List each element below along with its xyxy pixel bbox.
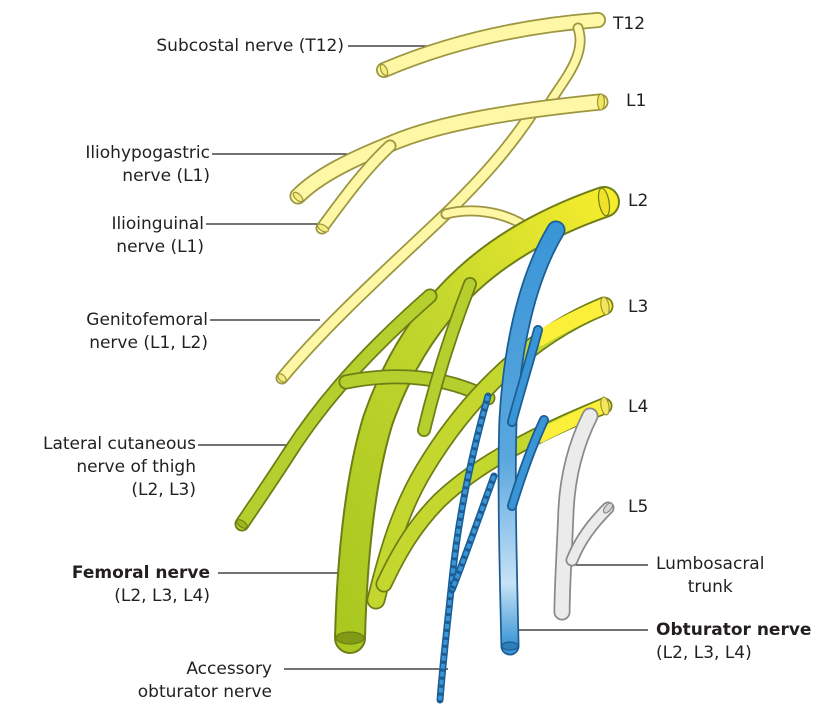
lumbosacral-trunk	[562, 416, 614, 612]
ilioinguinal-label-line2: nerve (L1)	[111, 236, 204, 259]
genitofemoral-label: Genitofemoral nerve (L1, L2)	[86, 309, 208, 355]
femoral-label-line2: (L2, L3, L4)	[72, 585, 210, 608]
ilioinguinal-label: Ilioinguinal nerve (L1)	[111, 213, 204, 259]
femoral-label: Femoral nerve (L2, L3, L4)	[72, 562, 210, 608]
lateral-cutaneous-label-line3: (L2, L3)	[43, 479, 196, 502]
lateral-cutaneous-label: Lateral cutaneous nerve of thigh (L2, L3…	[43, 433, 196, 502]
accessory-obturator-label-line1: Accessory	[138, 658, 272, 681]
subcostal-label: Subcostal nerve (T12)	[156, 35, 344, 58]
obturator-label-line2: (L2, L3, L4)	[656, 642, 811, 665]
accessory-obturator-label: Accessory obturator nerve	[138, 658, 272, 704]
ilioinguinal-label-line1: Ilioinguinal	[111, 213, 204, 236]
root-label-l1: L1	[626, 90, 646, 113]
femoral-cut-end	[336, 632, 364, 644]
root-label-l4: L4	[628, 396, 648, 419]
femoral-label-line1: Femoral nerve	[72, 562, 210, 585]
subcostal-nerve	[379, 20, 598, 77]
lumbosacral-label-line2: trunk	[656, 576, 764, 599]
lumbosacral-label-line1: Lumbosacral	[656, 553, 764, 576]
genitofemoral-label-line1: Genitofemoral	[86, 309, 208, 332]
iliohypogastric-label-line2: nerve (L1)	[85, 165, 210, 188]
obturator-label: Obturator nerve (L2, L3, L4)	[656, 619, 811, 665]
subcostal-label-line1: Subcostal nerve (T12)	[156, 35, 344, 58]
obturator-cut-end	[502, 642, 518, 650]
root-label-l3: L3	[628, 296, 648, 319]
accessory-obturator-label-line2: obturator nerve	[138, 681, 272, 704]
l1-root-end	[598, 94, 605, 110]
obturator-label-line1: Obturator nerve	[656, 619, 811, 642]
iliohypogastric-label: Iliohypogastric nerve (L1)	[85, 142, 210, 188]
t12-l1-communicating	[548, 28, 580, 106]
lumbosacral-label: Lumbosacral trunk	[656, 553, 764, 599]
root-label-l2: L2	[628, 190, 648, 213]
root-label-l5: L5	[628, 496, 648, 519]
genitofemoral-label-line2: nerve (L1, L2)	[86, 332, 208, 355]
lateral-cutaneous-label-line1: Lateral cutaneous	[43, 433, 196, 456]
iliohypogastric-label-line1: Iliohypogastric	[85, 142, 210, 165]
root-label-t12: T12	[613, 13, 645, 36]
lateral-cutaneous-label-line2: nerve of thigh	[43, 456, 196, 479]
